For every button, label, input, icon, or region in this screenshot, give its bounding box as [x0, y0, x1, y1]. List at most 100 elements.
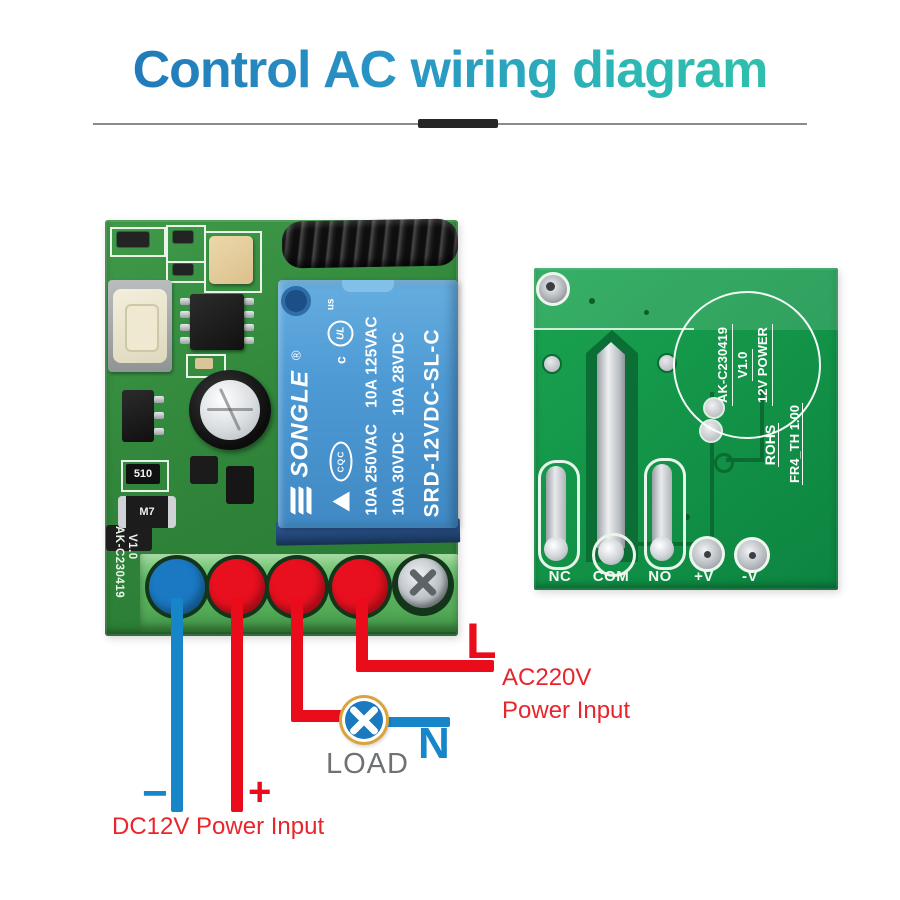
load-label: LOAD — [326, 748, 409, 780]
nc-solder-joint — [544, 537, 568, 561]
terminal-block — [140, 554, 458, 632]
label-plus-v: +V — [694, 568, 714, 585]
ic-pin — [244, 324, 254, 331]
ac-neutral-wire — [386, 717, 450, 727]
left-pcb-photo: 510 M7 SONGLE ® CQC c UL us — [105, 218, 461, 636]
relay-rating-ac-row: 10A 250VAC 10A 125VAC — [359, 281, 386, 528]
load-lamp-icon — [339, 695, 389, 745]
label-no: NO — [648, 568, 672, 585]
ac-power-label-line1: AC220V — [502, 664, 592, 691]
relay-rating-dc2: 10A 28VDC — [390, 331, 407, 416]
tactile-button-cap — [125, 304, 159, 352]
left-board-id: AK-C230419 — [113, 526, 125, 599]
relay-rating-dc-row: 10A 30VDC 10A 28VDC — [386, 281, 413, 528]
dc-minus-symbol: − — [142, 769, 168, 818]
vde-triangle-icon — [332, 491, 349, 512]
silkscreen-box — [121, 460, 169, 492]
smd-transistor — [106, 525, 152, 551]
ac-live-wire-vertical — [356, 598, 368, 664]
no-solder-joint — [650, 537, 674, 561]
ic-pin — [154, 396, 164, 403]
nc-pad-outline — [538, 460, 580, 570]
right-board-power: 12V POWER — [753, 324, 773, 406]
resistor-510: 510 — [126, 464, 160, 484]
ic-pin — [180, 311, 190, 318]
via-dot — [644, 310, 649, 315]
dc-power-label: DC12V Power Input — [112, 813, 325, 840]
relay-rating-ac2: 10A 125VAC — [363, 316, 380, 408]
ic-pin — [180, 324, 190, 331]
ic-pin — [244, 298, 254, 305]
terminal-screw — [398, 558, 448, 608]
smd-resistor — [173, 264, 193, 275]
ul-mark-icon: UL — [327, 320, 354, 347]
regulator-legs — [154, 396, 164, 435]
smd-resistor — [117, 232, 149, 247]
right-board-id: AK-C230419 — [713, 324, 733, 406]
dc-negative-wire — [171, 598, 183, 812]
diode-m7: M7 — [118, 496, 176, 528]
relay-pilot-hole — [281, 286, 311, 316]
relay-top-notch — [342, 280, 394, 292]
ic-pins-right — [244, 298, 254, 344]
plus-v-pad — [689, 536, 725, 572]
load-live-wire-vertical — [291, 598, 303, 718]
page-title: Control AC wiring diagram — [0, 40, 900, 100]
neutral-label: N — [418, 719, 450, 768]
label-nc: NC — [548, 568, 572, 585]
dc-plus-symbol: + — [248, 770, 272, 814]
solder-pad — [542, 354, 562, 374]
load-live-wire-horizontal — [291, 710, 345, 722]
pcb-trace — [726, 458, 764, 462]
ic-pin — [154, 412, 164, 419]
live-label: L — [466, 613, 497, 669]
label-com: COM — [592, 568, 630, 585]
silkscreen-circle: AK-C230419 V1.0 12V POWER — [673, 291, 821, 439]
ic-pin — [154, 428, 164, 435]
nc-solder-trace — [546, 466, 566, 558]
com-solder-joint — [598, 539, 624, 565]
ul-mark-suffix: us — [325, 298, 337, 311]
pcb-trace — [710, 392, 714, 544]
ac-power-label-line2: Power Input — [502, 697, 631, 724]
crystal-oscillator — [209, 236, 253, 284]
via-dot — [684, 514, 690, 520]
ul-mark-prefix: c — [332, 356, 349, 364]
lamp-blue-face — [345, 701, 383, 739]
smd-transistor — [190, 456, 218, 484]
relay-print: SONGLE ® CQC c UL us 10A 250VAC 10A 125V… — [279, 281, 457, 528]
smd-capacitor — [195, 358, 213, 369]
pad-hole — [749, 552, 756, 559]
no-pad-outline — [644, 458, 686, 570]
left-board-id-text: V1.0 AK-C230419 — [112, 526, 138, 634]
label-minus-v: -V — [742, 568, 758, 585]
ic-pin — [180, 298, 190, 305]
cqc-mark-icon: CQC — [329, 441, 352, 482]
relay-model: SRD-12VDC-SL-C — [420, 328, 444, 518]
right-board-id-text: AK-C230419 V1.0 12V POWER — [713, 300, 777, 430]
ic-pin — [180, 337, 190, 344]
voltage-regulator — [122, 390, 154, 442]
ic-pin — [244, 337, 254, 344]
material-text: FR4_TH 1.00 — [787, 402, 803, 486]
right-pcb-photo: AK-C230419 V1.0 12V POWER ROHS FR4_TH 1.… — [534, 268, 838, 590]
relay-rating-dc: 10A 30VDC — [390, 431, 407, 516]
ic-pins-left — [180, 298, 190, 344]
mounting-hole-center — [546, 282, 555, 291]
pad-hole — [704, 551, 711, 558]
left-board-version: V1.0 — [126, 534, 138, 560]
songle-stripes-icon — [290, 486, 311, 515]
smd-resistor — [173, 231, 193, 243]
rohs-text: ROHS — [762, 422, 779, 468]
trace-pad — [714, 453, 734, 473]
no-solder-trace — [652, 464, 672, 558]
via-dot — [589, 298, 595, 304]
silkscreen-line — [534, 328, 694, 330]
relay-brand: SONGLE — [286, 370, 314, 478]
silkscreen-box — [110, 227, 166, 257]
dc-positive-wire — [231, 598, 243, 812]
relay-cert-row: CQC c UL us — [323, 281, 359, 528]
right-board-version: V1.0 — [733, 348, 753, 382]
sop8-ic-chip — [190, 294, 244, 350]
